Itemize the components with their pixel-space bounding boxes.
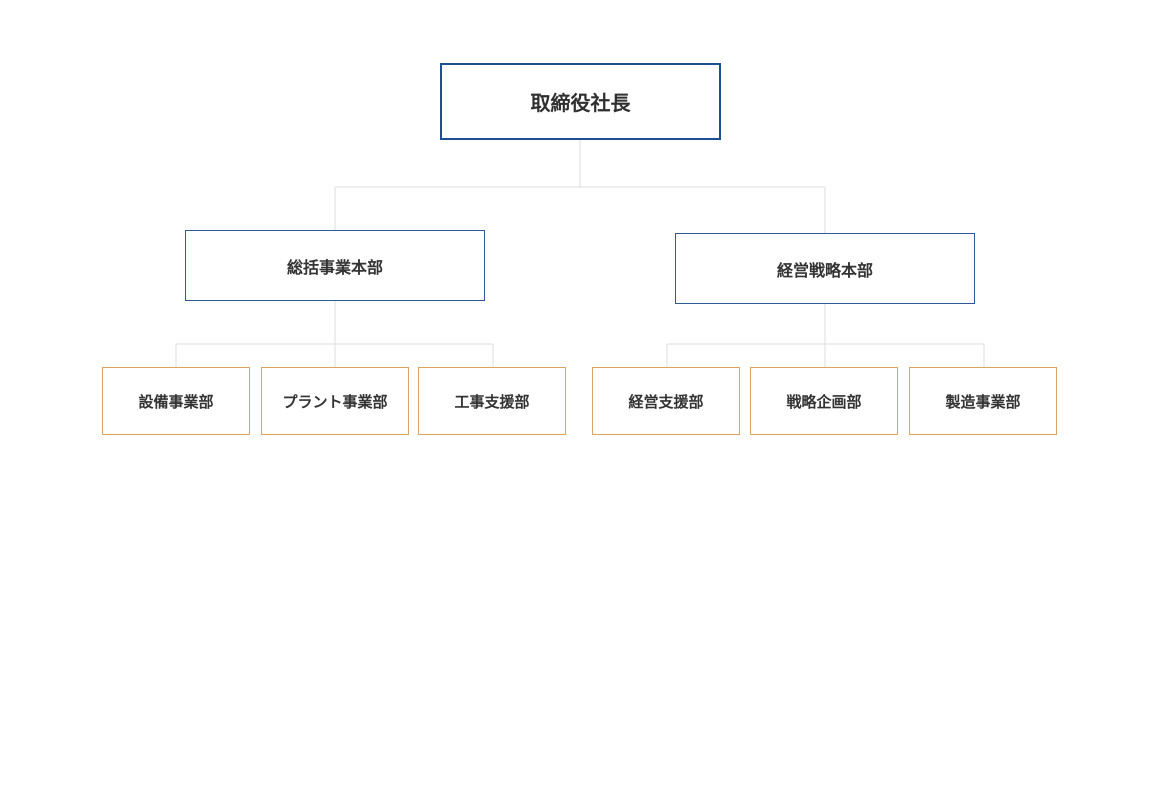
- department-node-construction-support: 工事支援部: [418, 367, 566, 435]
- department-node-plant-business: プラント事業部: [261, 367, 409, 435]
- division-label: 経営戦略本部: [776, 260, 873, 280]
- department-label: 製造事業部: [945, 392, 1021, 411]
- department-label: 設備事業部: [138, 392, 214, 411]
- division-node-general-business: 総括事業本部: [185, 230, 485, 301]
- division-node-management-strategy: 経営戦略本部: [675, 233, 975, 304]
- department-node-management-support: 経営支援部: [592, 367, 740, 435]
- ceo-node: 取締役社長: [440, 63, 721, 140]
- department-label: 経営支援部: [628, 392, 704, 411]
- department-node-equipment-business: 設備事業部: [102, 367, 250, 435]
- department-label: 戦略企画部: [786, 392, 862, 411]
- department-label: 工事支援部: [454, 392, 530, 411]
- department-label: プラント事業部: [282, 392, 388, 411]
- department-node-strategy-planning: 戦略企画部: [750, 367, 898, 435]
- department-node-manufacturing-business: 製造事業部: [909, 367, 1057, 435]
- ceo-label: 取締役社長: [530, 91, 631, 115]
- division-label: 総括事業本部: [286, 257, 383, 277]
